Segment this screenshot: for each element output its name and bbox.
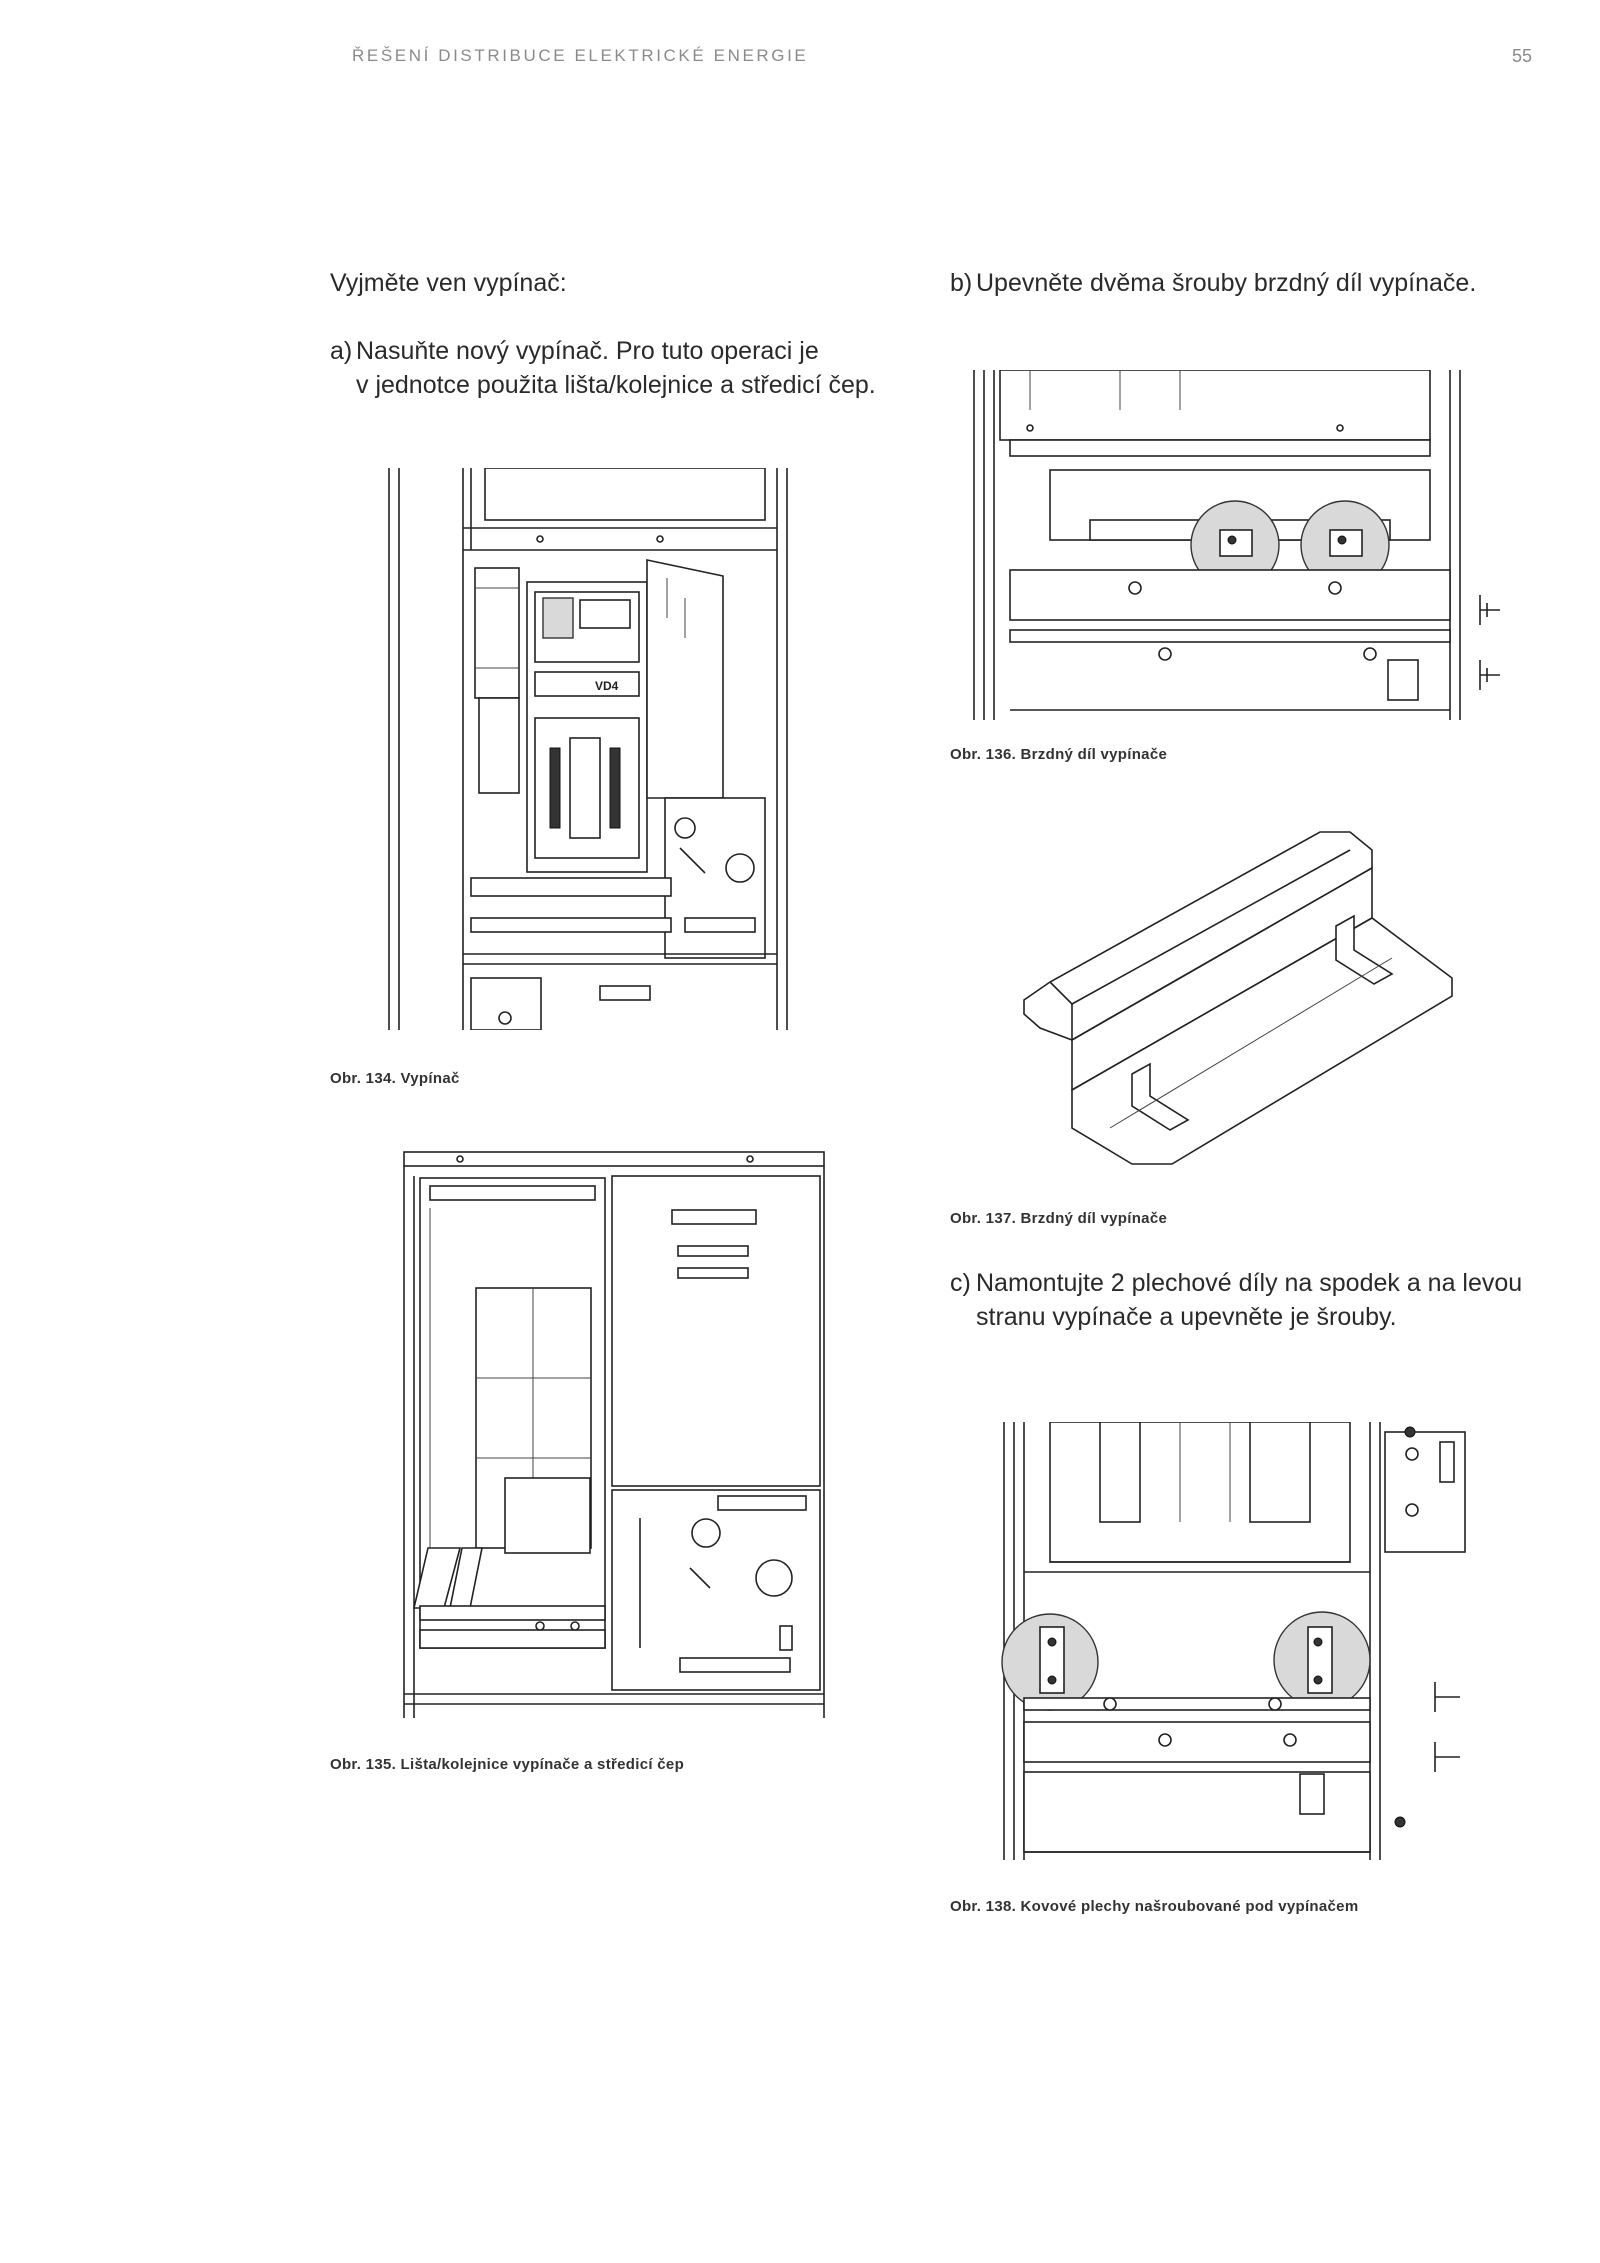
step-c-label: c) [950, 1269, 971, 1297]
step-c-line1: Namontujte 2 plechové díly na spodek a n… [976, 1269, 1523, 1297]
step-b-label: b) [950, 269, 973, 297]
step-a-line2: v jednotce použita lišta/kolejnice a stř… [356, 371, 876, 399]
page-number: 55 [1511, 46, 1532, 66]
vd4-label: VD4 [595, 679, 619, 693]
figure-136-side-symbols [1475, 585, 1505, 705]
figure-136-caption: Obr. 136. Brzdný díl vypínače [950, 746, 1168, 763]
figure-135-rail-drawing [400, 1148, 830, 1718]
step-a: a) Nasuňte nový vypínač. Pro tuto operac… [330, 334, 876, 402]
step-a-line1: Nasuňte nový vypínač. Pro tuto operaci j… [356, 337, 819, 365]
running-header: ŘEŠENÍ DISTRIBUCE ELEKTRICKÉ ENERGIE [352, 46, 809, 65]
figure-135-caption: Obr. 135. Lišta/kolejnice vypínače a stř… [330, 1756, 685, 1773]
figure-134-caption: Obr. 134. Vypínač [330, 1070, 460, 1087]
step-b: b) Upevněte dvěma šrouby brzdný díl vypí… [950, 266, 1476, 300]
step-c-line2: stranu vypínače a upevněte je šrouby. [976, 1303, 1397, 1331]
figure-137-brake-part-isometric [1020, 828, 1460, 1184]
figure-134-breaker-drawing: VD4 [385, 468, 795, 1030]
step-b-text: Upevněte dvěma šrouby brzdný díl vypínač… [976, 269, 1477, 297]
figure-137-caption: Obr. 137. Brzdný díl vypínače [950, 1210, 1168, 1227]
intro-text: Vyjměte ven vypínač: [330, 269, 567, 297]
figure-138-caption: Obr. 138. Kovové plechy našroubované pod… [950, 1898, 1359, 1915]
step-c: c) Namontujte 2 plechové díly na spodek … [950, 1266, 1522, 1334]
step-a-label: a) [330, 337, 353, 365]
figure-136-brake-part-drawing [970, 370, 1470, 720]
figure-138-metal-sheets-drawing [1000, 1422, 1470, 1860]
